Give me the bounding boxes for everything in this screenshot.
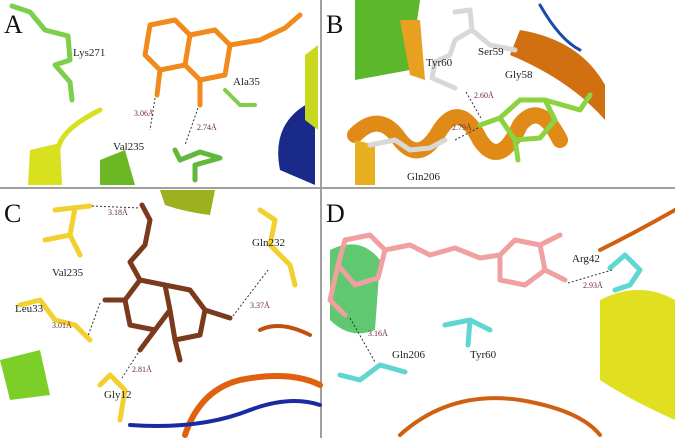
- residue-label: Ala35: [233, 76, 260, 88]
- gln232-stick: [257, 207, 298, 288]
- panel-b: B Ser59 Tyr60 Gly58 Gln206 2.60Å 2.79Å: [326, 0, 605, 185]
- ribbon-sheet: [355, 140, 375, 185]
- distance-label: 2.81Å: [132, 365, 152, 374]
- ligand-a: [142, 12, 303, 108]
- ribbon-sheet: [305, 45, 318, 130]
- gly12-stick: [97, 372, 128, 423]
- hbond: [91, 205, 141, 209]
- residue-label: Ser59: [478, 46, 504, 58]
- panel-label-d: D: [326, 199, 345, 228]
- distance-label: 3.16Å: [368, 329, 388, 338]
- distance-label: 3.06Å: [134, 109, 154, 118]
- ribbon-helix: [510, 30, 605, 120]
- hbond: [454, 127, 479, 141]
- distance-label: 2.93Å: [583, 281, 603, 290]
- ribbon-helix: [347, 107, 568, 160]
- ribbon-helix: [160, 190, 215, 215]
- panel-a: A Lys271 Ala35 Val235 3.06Å 2.74Å: [4, 3, 318, 185]
- ribbon-coil: [258, 324, 312, 337]
- ligand-b: [477, 92, 593, 163]
- residue-label: Arg42: [572, 253, 600, 265]
- ribbon-coil: [398, 396, 602, 437]
- ribbon-helix: [278, 100, 315, 185]
- lys271-stick: [9, 3, 75, 103]
- distance-label: 2.74Å: [197, 123, 217, 132]
- ribbon-coil: [128, 399, 322, 428]
- ribbon-sheet: [28, 143, 62, 185]
- ribbon-coil: [598, 208, 675, 252]
- hbond: [465, 91, 483, 121]
- residue-label: Val235: [52, 267, 84, 279]
- ribbon-coil: [182, 373, 323, 438]
- ligand-d: [327, 232, 568, 318]
- ribbon-helix: [600, 290, 675, 420]
- distance-label: 3.01Å: [52, 321, 72, 330]
- residue-label: Gln206: [392, 349, 426, 361]
- panel-d: D Arg42 Gln206 Tyr60 2.93Å 3.16Å: [326, 199, 675, 437]
- gln206-stick: [367, 137, 448, 153]
- ligand-c: [102, 202, 233, 363]
- ribbon-sheet: [100, 150, 135, 185]
- hbond: [349, 317, 376, 363]
- hbond: [184, 107, 199, 146]
- val235-stick: [42, 203, 93, 258]
- hbond: [121, 352, 139, 379]
- residue-label: Lys271: [73, 47, 105, 59]
- residue-label: Val235: [113, 141, 145, 153]
- arg42-stick: [607, 252, 643, 293]
- ala35-stick: [223, 88, 257, 107]
- hbond: [87, 302, 101, 337]
- ribbon-loop: [55, 107, 103, 153]
- val235-stick: [172, 147, 223, 183]
- panel-c: C Val235 Gln232 Leu33 Gly12 3.18Å 3.01Å …: [0, 190, 323, 438]
- leu33-stick: [17, 297, 93, 343]
- residue-label: Gly12: [104, 389, 132, 401]
- residue-label: Gln232: [252, 237, 285, 249]
- residue-label: Leu33: [15, 303, 44, 315]
- residue-label: Gln206: [407, 171, 441, 183]
- hbond: [232, 269, 269, 317]
- gln206-stick: [337, 362, 408, 383]
- ribbon-sheet: [400, 20, 425, 80]
- tyr60-stick: [442, 317, 493, 348]
- ribbon-sheet: [0, 350, 50, 400]
- ribbon-coil: [538, 3, 582, 52]
- hbond: [149, 97, 156, 131]
- residue-label: Tyr60: [426, 57, 453, 69]
- distance-label: 2.60Å: [474, 91, 494, 100]
- ser59-tyr60-gly58-sticks: [429, 7, 518, 91]
- residue-label: Gly58: [505, 69, 533, 81]
- distance-label: 3.18Å: [108, 208, 128, 217]
- panel-label-b: B: [326, 10, 343, 39]
- panel-label-c: C: [4, 199, 21, 228]
- panel-label-a: A: [4, 10, 23, 39]
- residue-label: Tyr60: [470, 349, 497, 361]
- distance-label: 3.37Å: [250, 301, 270, 310]
- distance-label: 2.79Å: [452, 123, 472, 132]
